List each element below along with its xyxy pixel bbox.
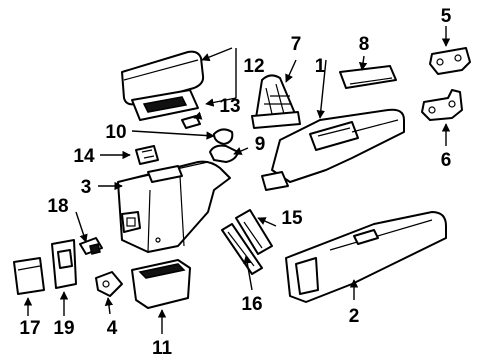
callout-19: 19 bbox=[53, 318, 74, 339]
leader-lines bbox=[23, 26, 451, 334]
bezel-part bbox=[51, 239, 77, 289]
callout-1: 1 bbox=[315, 56, 326, 77]
callout-6: 6 bbox=[441, 150, 452, 171]
lid-bracket-part bbox=[131, 89, 201, 129]
callout-3: 3 bbox=[81, 177, 92, 198]
trim-panel-part bbox=[235, 209, 273, 255]
knob-cover-part bbox=[209, 144, 239, 163]
armrest-lid-part bbox=[121, 50, 205, 106]
ashtray-part bbox=[13, 257, 45, 295]
callout-9: 9 bbox=[255, 134, 266, 155]
callout-5: 5 bbox=[441, 6, 452, 27]
support-bracket-part bbox=[421, 89, 463, 121]
callout-13: 13 bbox=[219, 96, 240, 117]
callout-8: 8 bbox=[359, 34, 370, 55]
storage-bin-part bbox=[131, 259, 191, 309]
lower-console-part bbox=[285, 211, 447, 303]
front-console-part bbox=[261, 108, 405, 191]
clip-part bbox=[135, 145, 159, 165]
callout-16: 16 bbox=[241, 294, 262, 315]
callout-14: 14 bbox=[73, 146, 95, 167]
callout-11: 11 bbox=[152, 338, 173, 359]
callout-17: 17 bbox=[19, 318, 40, 339]
console-top-plate-part bbox=[339, 65, 397, 89]
callout-18: 18 bbox=[47, 196, 68, 217]
callout-7: 7 bbox=[291, 34, 302, 55]
callout-labels: 1 2 3 4 5 6 7 8 9 10 11 12 13 14 15 16 1… bbox=[19, 6, 451, 359]
shift-boot-part bbox=[251, 74, 301, 129]
callout-2: 2 bbox=[349, 306, 360, 327]
round-knob-part bbox=[213, 128, 234, 145]
callout-12: 12 bbox=[243, 56, 264, 77]
callout-4: 4 bbox=[107, 318, 118, 339]
rear-console-part bbox=[117, 160, 231, 253]
mount-bracket-part bbox=[429, 47, 471, 75]
callout-10: 10 bbox=[105, 122, 126, 143]
callout-15: 15 bbox=[281, 208, 303, 229]
switch-part bbox=[79, 237, 103, 255]
clip-bracket-part bbox=[95, 271, 123, 297]
